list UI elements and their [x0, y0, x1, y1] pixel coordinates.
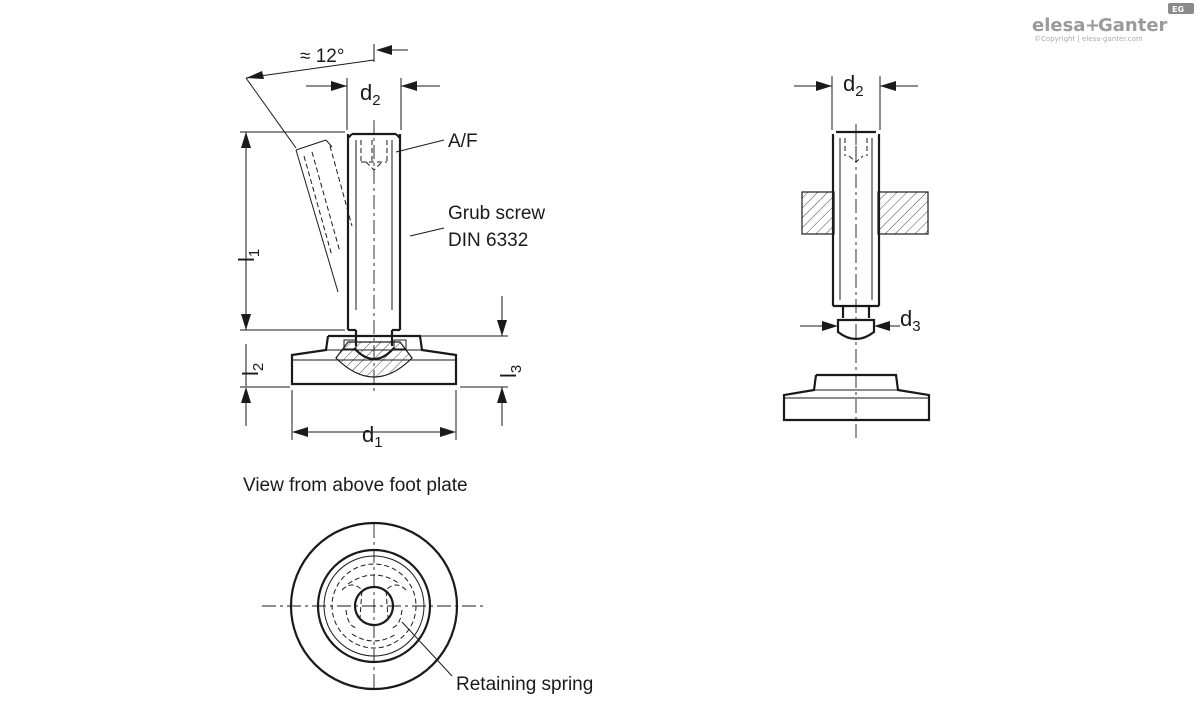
brand-logo: elesa + Ganter EG ©Copyright | elesa-gan… [1032, 3, 1194, 43]
right-foot-plate [782, 373, 931, 422]
brand-name-elesa: elesa [1032, 15, 1085, 36]
side-l2-label: l2 [238, 363, 267, 376]
side-d1-label: d1 [362, 422, 383, 451]
ball-circle [353, 585, 395, 627]
grub-screw-body [346, 132, 402, 346]
af-label: A/F [448, 131, 478, 152]
side-l1-label: l1 [234, 249, 263, 262]
din-label: DIN 6332 [448, 230, 528, 251]
side-l3-label: l3 [496, 365, 525, 378]
brand-plus: + [1085, 15, 1100, 36]
retaining-spring [341, 574, 407, 642]
angle-label: ≈ 12° [300, 46, 344, 67]
right-d2-label: d2 [843, 71, 864, 100]
brand-badge [1168, 3, 1194, 14]
foot-plate [290, 334, 458, 386]
brand-badge-text: EG [1172, 5, 1184, 14]
tilt-ghost-screw [295, 139, 353, 293]
panel-left-section [801, 191, 835, 235]
side-view: ≈ 12° d2 [234, 44, 545, 451]
angle-leader [245, 59, 375, 79]
top-view-caption: View from above foot plate [243, 475, 468, 496]
boss-circle [316, 548, 432, 664]
af-leader [395, 139, 445, 153]
angle-ref-line-1 [245, 77, 297, 149]
grub-screw-label: Grub screw [448, 203, 545, 224]
right-grub-screw [831, 130, 881, 341]
grub-screw-leader [409, 227, 445, 237]
right-view: d2 d3 [782, 71, 931, 440]
retaining-spring-leader [401, 621, 453, 677]
retaining-spring-label: Retaining spring [456, 674, 593, 695]
top-view: View from above foot plate Retaining spr… [243, 475, 593, 695]
right-d3-label: d3 [900, 306, 921, 335]
panel-right-section [877, 191, 929, 235]
brand-copyright: ©Copyright | elesa-ganter.com [1034, 35, 1143, 43]
side-d2-label: d2 [360, 80, 381, 109]
brand-name-ganter: Ganter [1098, 15, 1168, 36]
outer-plate-circle [289, 521, 459, 691]
